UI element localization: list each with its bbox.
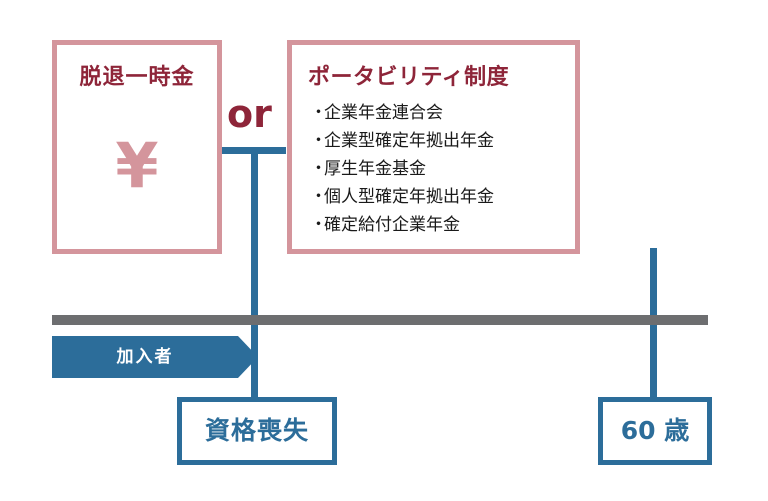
portability-list: ・企業年金連合会 ・企業型確定年拠出年金 ・厚生年金基金 ・個人型確定年拠出年金… xyxy=(310,99,494,239)
bullet-icon: ・ xyxy=(310,215,327,235)
portability-box: ポータビリティ制度 ・企業年金連合会 ・企業型確定年拠出年金 ・厚生年金基金 ・… xyxy=(287,40,580,254)
list-item: ・企業年金連合会 xyxy=(310,99,494,127)
list-item: ・厚生年金基金 xyxy=(310,155,494,183)
loss-connector-line xyxy=(251,147,258,397)
member-label: 加入者 xyxy=(116,347,174,367)
or-label: or xyxy=(227,92,272,136)
yen-icon: ¥ xyxy=(115,129,159,202)
lump-sum-box: 脱退一時金 ¥ xyxy=(52,40,222,254)
bullet-icon: ・ xyxy=(310,103,327,123)
bullet-icon: ・ xyxy=(310,159,327,179)
timeline-bar xyxy=(52,315,708,325)
list-item: ・確定給付企業年金 xyxy=(310,211,494,239)
lump-sum-title: 脱退一時金 xyxy=(79,65,195,90)
list-item: ・個人型確定年拠出年金 xyxy=(310,183,494,211)
list-item: ・企業型確定年拠出年金 xyxy=(310,127,494,155)
portability-title: ポータビリティ制度 xyxy=(308,65,510,90)
member-arrow-icon xyxy=(52,336,258,378)
bullet-icon: ・ xyxy=(310,131,327,151)
qualification-loss-box: 資格喪失 xyxy=(177,397,337,465)
bullet-icon: ・ xyxy=(310,187,327,207)
age-60-box: 60 歳 xyxy=(598,397,712,465)
